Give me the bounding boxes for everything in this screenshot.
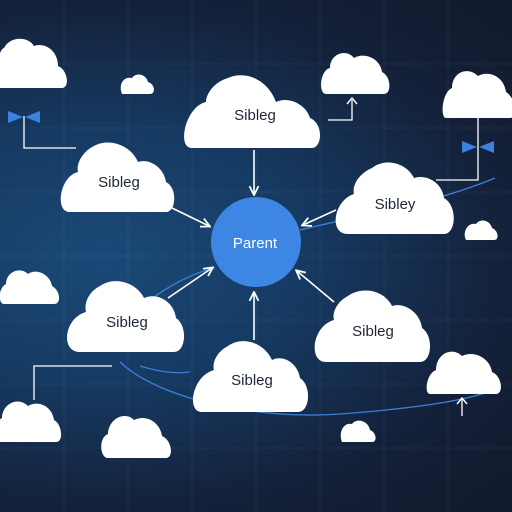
arrow-left (171, 207, 209, 226)
decor-cloud (426, 351, 501, 394)
parent-node[interactable]: Parent (211, 197, 301, 287)
parent-circle (211, 197, 301, 287)
node-label: Sibleg (231, 372, 273, 389)
arrow-lower-right (297, 271, 335, 303)
sibling-node-lower-left[interactable]: Sibleg (67, 281, 185, 352)
cloud-shape (67, 281, 185, 352)
node-label: Sibleg (106, 314, 148, 331)
sibling-node-lower-right[interactable]: Sibleg (314, 290, 431, 362)
decor-cloud (340, 420, 376, 442)
sibling-node-bottom[interactable]: Sibleg (192, 341, 309, 412)
cloud-shape (60, 142, 175, 212)
decorative-clouds (0, 38, 512, 458)
sibling-node-right[interactable]: Sibley (335, 162, 454, 234)
cloud-shape (192, 341, 309, 412)
connector-lines (23, 100, 479, 416)
cloud-shape (314, 290, 431, 362)
bowtie-icon-left (8, 111, 40, 123)
decor-cloud (0, 38, 67, 88)
parent-label: Parent (233, 235, 278, 252)
decor-cloud (0, 270, 59, 304)
sibling-node-top[interactable]: Sibleg (184, 75, 320, 148)
node-label: Sibley (375, 196, 416, 213)
node-label: Sibleg (234, 107, 276, 124)
sibling-node-left[interactable]: Sibleg (60, 142, 175, 212)
small-arrowheads (346, 96, 468, 405)
node-label: Sibleg (352, 323, 394, 340)
decor-cloud (464, 220, 498, 240)
cloud-shape (184, 75, 320, 148)
arrow-lower-left (167, 268, 212, 299)
decor-cloud (0, 401, 61, 442)
arrow-right (303, 209, 337, 225)
relationship-arrows (167, 150, 337, 340)
node-label: Sibleg (98, 174, 140, 191)
cloud-shape (335, 162, 454, 234)
decor-cloud (101, 415, 171, 458)
decor-cloud (442, 71, 512, 118)
decor-cloud (120, 74, 154, 94)
decor-cloud (321, 53, 390, 94)
bowtie-icon-right (462, 141, 494, 153)
